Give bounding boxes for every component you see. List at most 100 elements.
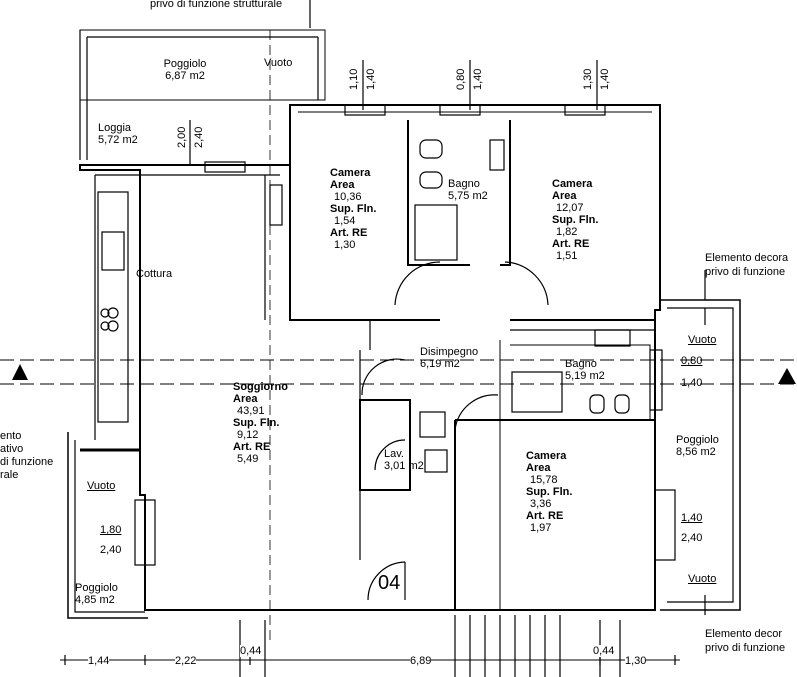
room-bagno-1: Bagno 5,75 m2 [448,178,488,202]
room-cottura: Cottura [136,268,173,280]
room-name: Bagno [565,358,597,370]
room-name: Loggia [98,122,132,134]
room-disimpegno: Disimpegno 6,19 m2 [420,346,478,370]
vuoto-right-bot: Vuoto [688,573,717,585]
room-name: Poggiolo [75,582,118,594]
room-camera-2: Camera Area 12,07 Sup. Fln. 1,82 Art. RE… [552,178,598,262]
room-area: 5,75 m2 [448,190,488,202]
height-cam1-b: 1,40 [365,68,377,90]
room-name: Camera [526,450,567,462]
height-right-b: 1,40 [681,377,703,389]
entrance-door-arc [367,561,406,601]
note-left-3: di funzione [0,456,54,468]
art-label: Art. RE [330,227,368,239]
art-value: 1,97 [530,522,552,534]
room-area: 6,87 m2 [165,70,205,82]
wall-bagno [407,120,470,266]
room-area: 6,19 m2 [420,358,460,370]
sup-value: 1,82 [556,226,578,238]
note-right-top-2: privo di funzione [705,266,786,278]
room-area: 4,85 m2 [75,594,115,606]
section-marker-right [778,368,796,384]
room-camera-1: Camera Area 10,36 Sup. Fln. 1,54 Art. RE… [330,167,376,251]
balcony-right [660,299,741,611]
room-area: 43,91 [237,405,265,417]
dim-6: 1,30 [625,655,647,667]
room-name: Camera [552,178,593,190]
room-poggiolo-top: Poggiolo 6,87 m2 [150,58,220,82]
room-name: Camera [330,167,371,179]
balcony-left [67,432,148,619]
sup-value: 3,36 [530,498,552,510]
note-left-2: ativo [0,443,24,455]
area-label: Area [330,179,355,191]
dim-1: 1,44 [88,655,110,667]
kitchen-counter [97,191,129,423]
height-cam2-b: 1,40 [599,68,611,90]
room-area: 15,78 [530,474,558,486]
wall-lav [359,399,411,491]
note-right-bot-2: privo di funzione [705,642,786,654]
room-area: 8,56 m2 [676,446,716,458]
area-label: Area [552,190,577,202]
height-cam2-a: 1,30 [582,68,594,90]
art-label: Art. RE [552,238,590,250]
room-area: 5,19 m2 [565,370,605,382]
note-left-4: rale [0,469,19,481]
room-area: 3,01 m2 [384,460,424,472]
room-name: Disimpegno [420,346,479,358]
art-value: 1,30 [334,239,356,251]
art-value: 5,49 [237,453,259,465]
height-rightwin-b: 2,40 [681,532,703,544]
room-name: Poggiolo [163,58,207,70]
height-bagno-a: 0,80 [455,68,467,90]
note-right-top-1: Elemento decora [705,252,789,264]
height-loggia-b: 2,40 [193,126,205,148]
note-top: privo di funzione strutturale [150,0,283,10]
sup-value: 9,12 [237,429,259,441]
sup-label: Sup. Fln. [552,214,599,226]
outer-wall [79,104,661,611]
note-left-1: ento [0,430,22,442]
area-label: Area [233,393,258,405]
section-marker-left [12,364,28,380]
room-name: Soggiorno [233,381,288,393]
sup-label: Sup. Fln. [526,486,573,498]
dim-2: 2,22 [175,655,197,667]
height-left-b: 2,40 [100,544,122,556]
room-area: 5,72 m2 [98,134,138,146]
height-right-a: 0,80 [681,355,703,367]
room-camera-3: Camera Area 15,78 Sup. Fln. 3,36 Art. RE… [526,450,572,534]
height-rightwin-a: 1,40 [681,512,703,524]
art-label: Art. RE [526,510,564,522]
height-bagno-b: 1,40 [472,68,484,90]
area-label: Area [526,462,551,474]
dim-5: 0,44 [593,645,615,657]
room-soggiorno: Soggiorno Area 43,91 Sup. Fln. 9,12 Art.… [233,381,288,465]
height-cam1-a: 1,10 [348,68,360,90]
room-name: Bagno [448,178,480,190]
room-area: 10,36 [334,191,362,203]
vuoto-left: Vuoto [87,480,116,492]
room-lav: Lav. 3,01 m2 [384,448,424,472]
sup-label: Sup. Fln. [330,203,377,215]
window-left [134,499,156,566]
door-arc-1 [394,261,441,306]
sup-value: 1,54 [334,215,356,227]
note-right-bot-1: Elemento decor [705,628,783,640]
wall-camera1 [289,120,440,321]
sup-label: Sup. Fln. [233,417,280,429]
height-left-a: 1,80 [100,524,122,536]
room-bagno-2: Bagno 5,19 m2 [565,358,605,382]
bathtub [414,204,458,261]
bathtub-2 [511,371,563,413]
room-name: Lav. [384,448,404,460]
dim-3: 0,44 [240,645,262,657]
vuoto-right-top: Vuoto [688,334,717,346]
room-name: Poggiolo [676,434,719,446]
dim-4: 6,89 [410,655,432,667]
room-area: 12,07 [556,202,584,214]
vuoto-top: Vuoto [264,57,293,69]
room-poggiolo-right: Poggiolo 8,56 m2 [676,434,719,458]
art-value: 1,51 [556,250,578,262]
